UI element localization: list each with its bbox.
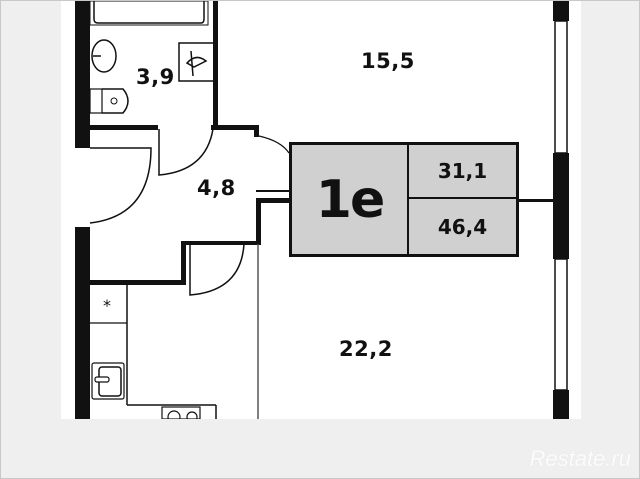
apartment-badge: 1e 31,1 46,4 (289, 142, 519, 257)
wall-left-upper (75, 1, 90, 148)
total-area: 46,4 (437, 214, 488, 239)
room-area-hallway: 4,8 (197, 176, 236, 200)
floor-plan-drawing: * (75, 1, 569, 419)
watermark-logo: Restate.ru (529, 446, 632, 471)
living-area: 31,1 (409, 145, 516, 199)
wall-left-lower (75, 227, 90, 419)
room-area-bathroom: 3,9 (136, 65, 175, 89)
apartment-type: 1e (292, 145, 409, 254)
room-area-bedroom: 15,5 (361, 49, 415, 73)
floor-plan: * 3,9 15,5 4,8 22,2 1e 31,1 46,4 (61, 1, 581, 419)
svg-text:*: * (103, 296, 111, 315)
room-area-kitchen-living: 22,2 (339, 337, 393, 361)
